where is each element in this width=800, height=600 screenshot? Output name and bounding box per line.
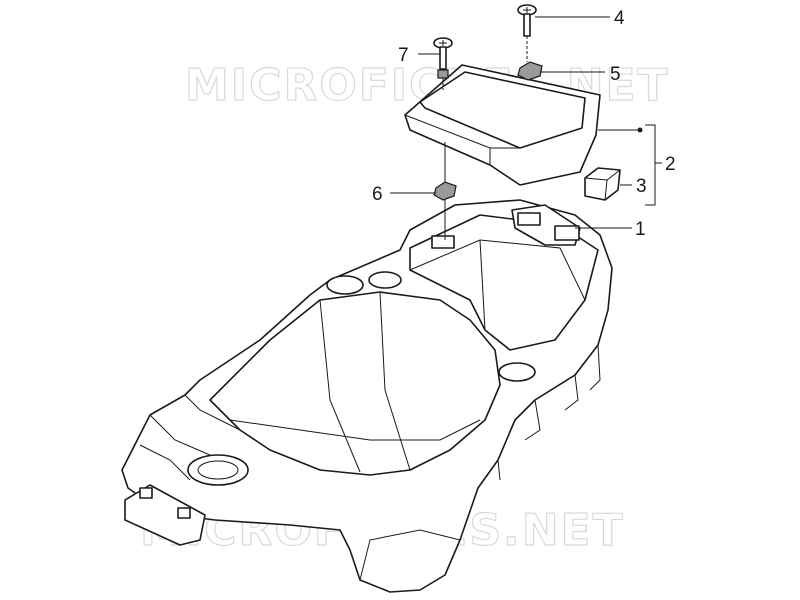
rubber-block-part-3: [584, 167, 621, 201]
clip-nut-part-5: [517, 61, 543, 81]
callout-2: 2: [665, 154, 676, 175]
callout-3: 3: [636, 176, 647, 197]
callout-6: 6: [372, 184, 383, 205]
clip-nut-part-6: [433, 181, 457, 201]
leader-lines: [390, 16, 662, 240]
screw-part-4: [517, 4, 537, 37]
screw-part-7: [433, 37, 453, 79]
battery-cover-part-2: [404, 64, 601, 186]
callout-1: 1: [635, 219, 646, 240]
callout-4: 4: [614, 8, 625, 29]
helmet-compartment-part-1: [121, 199, 613, 593]
callout-5: 5: [610, 64, 621, 85]
callout-7: 7: [398, 45, 409, 66]
